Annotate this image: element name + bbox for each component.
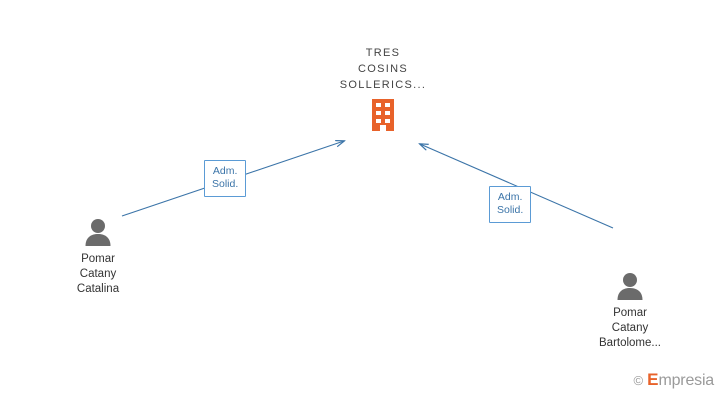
person-icon — [555, 272, 705, 300]
company-title-line-3: SOLLERICS... — [339, 79, 427, 91]
company-node[interactable]: TRES COSINS SOLLERICS... — [308, 45, 458, 132]
person-right-name-line-1: Pomar — [613, 307, 647, 319]
company-title-line-2: COSINS — [358, 63, 408, 75]
person-right-label: Pomar Catany Bartolome... — [555, 306, 705, 351]
brand-initial: E — [647, 370, 659, 389]
person-left-label: Pomar Catany Catalina — [23, 252, 173, 297]
person-node-right[interactable]: Pomar Catany Bartolome... — [555, 272, 705, 351]
brand-name: mpresia — [658, 372, 714, 389]
building-icon — [308, 98, 458, 132]
person-left-name-line-2: Catany — [79, 268, 117, 280]
person-node-left[interactable]: Pomar Catany Catalina — [23, 218, 173, 297]
person-right-name-line-2: Catany — [611, 322, 649, 334]
person-left-name-line-1: Pomar — [81, 253, 115, 265]
copyright-icon: © — [633, 372, 644, 388]
person-icon — [23, 218, 173, 246]
edge-label-right[interactable]: Adm. Solid. — [489, 186, 532, 223]
company-title-line-1: TRES — [365, 47, 401, 59]
person-right-name-line-3: Bartolome... — [599, 337, 661, 349]
watermark: © Empresia — [633, 370, 715, 390]
person-left-name-line-3: Catalina — [76, 283, 120, 295]
company-title: TRES COSINS SOLLERICS... — [308, 45, 458, 93]
brand-logo: Empresia — [647, 370, 714, 390]
edge-label-left[interactable]: Adm. Solid. — [204, 160, 247, 197]
